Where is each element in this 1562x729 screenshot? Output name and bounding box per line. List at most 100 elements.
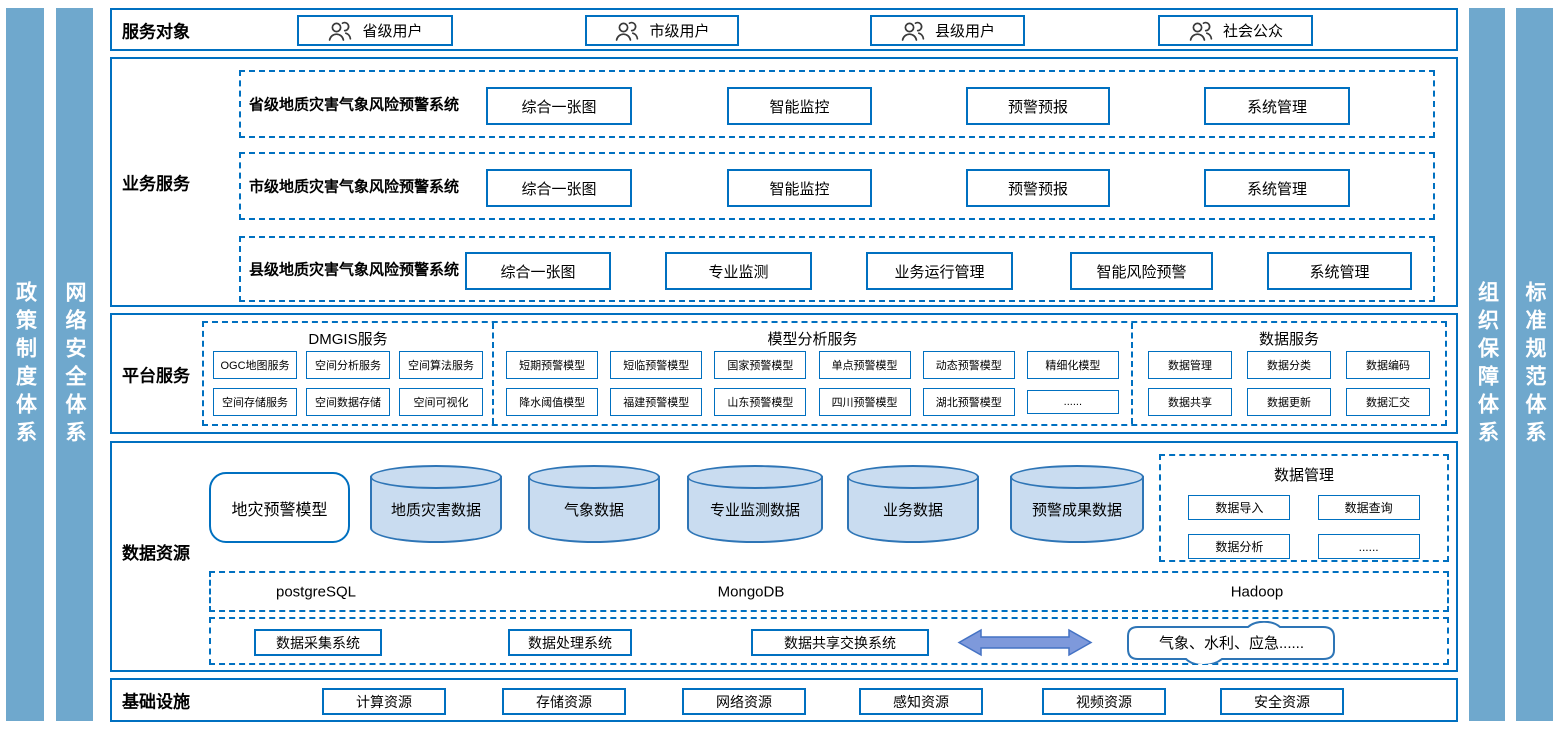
- db-mongodb-label: MongoDB: [717, 583, 785, 600]
- module-box: 专业监测: [665, 252, 812, 290]
- service-box: 空间可视化: [399, 388, 483, 416]
- service-box: 数据共享: [1148, 388, 1232, 416]
- platform-groups-box: DMGIS服务 OGC地图服务 空间分析服务 空间算法服务 空间存储服务 空间数…: [202, 321, 1447, 426]
- service-box: 动态预警模型: [922, 351, 1015, 379]
- module-box: 预警预报: [966, 87, 1110, 125]
- database-band: postgreSQL MongoDB Hadoop: [209, 571, 1449, 612]
- service-box: 降水阈值模型: [506, 388, 599, 416]
- service-box: 数据编码: [1346, 351, 1430, 379]
- service-box: 短期预警模型: [506, 351, 599, 379]
- resource-box: 计算资源: [322, 688, 446, 715]
- city-system-box: 市级地质灾害气象风险预警系统 综合一张图 智能监控 预警预报 系统管理: [239, 152, 1435, 220]
- pillar-network-security-label: 网络安全体系: [63, 280, 86, 449]
- module-box: 智能风险预警: [1070, 252, 1213, 290]
- service-box: 四川预警模型: [818, 388, 911, 416]
- resource-box: 存储资源: [502, 688, 626, 715]
- county-system-box: 县级地质灾害气象风险预警系统 综合一张图 专业监测 业务运行管理 智能风险预警 …: [239, 236, 1435, 302]
- module-box: 业务运行管理: [866, 252, 1013, 290]
- group-title: DMGIS服务: [308, 331, 388, 348]
- service-targets-label: 服务对象: [122, 22, 190, 41]
- data-resources-row: 数据资源 地灾预警模型 地质灾害数据 气象数据 专业监测数据 业务数据 预警成果…: [110, 441, 1458, 672]
- service-box: 空间数据存储: [306, 388, 390, 416]
- module-box: 综合一张图: [465, 252, 611, 290]
- platform-services-row: 平台服务 DMGIS服务 OGC地图服务 空间分析服务 空间算法服务 空间存储服…: [110, 313, 1458, 434]
- service-box: 国家预警模型: [714, 351, 807, 379]
- resource-box: 视频资源: [1042, 688, 1166, 715]
- cylinder-label: 专业监测数据: [709, 502, 800, 519]
- data-management-item: 数据查询: [1317, 495, 1420, 520]
- user-box-county: 县级用户: [870, 15, 1025, 46]
- db-cylinder-business: 业务数据: [847, 465, 979, 543]
- service-box: OGC地图服务: [213, 351, 297, 379]
- cylinder-label: 气象数据: [563, 502, 624, 519]
- service-box: 福建预警模型: [610, 388, 703, 416]
- cylinder-top: [1010, 465, 1144, 489]
- service-box: 短临预警模型: [610, 351, 703, 379]
- db-hadoop-label: Hadoop: [1230, 583, 1284, 600]
- data-management-item: 数据分析: [1188, 534, 1291, 559]
- db-cylinder-geo-disaster: 地质灾害数据: [370, 465, 502, 543]
- user-box-label: 市级用户: [649, 23, 710, 40]
- pillar-standards: 标准规范体系: [1516, 8, 1553, 721]
- system-box: 数据采集系统: [254, 629, 382, 656]
- platform-group-models: 模型分析服务 短期预警模型 短临预警模型 国家预警模型 单点预警模型 动态预警模…: [492, 323, 1131, 424]
- system-box: 数据处理系统: [508, 629, 632, 656]
- user-box-label: 县级用户: [934, 23, 995, 40]
- service-box: 空间分析服务: [306, 351, 390, 379]
- module-box: 智能监控: [727, 169, 872, 207]
- users-icon: [901, 21, 925, 41]
- service-box: 数据管理: [1148, 351, 1232, 379]
- pillar-organization-label: 组织保障体系: [1475, 280, 1499, 449]
- disaster-warning-model-box: 地灾预警模型: [209, 472, 350, 543]
- pillar-organization: 组织保障体系: [1469, 8, 1505, 721]
- pillar-standards-label: 标准规范体系: [1523, 280, 1546, 449]
- resource-box: 安全资源: [1220, 688, 1344, 715]
- module-box: 系统管理: [1204, 87, 1350, 125]
- service-box: 山东预警模型: [714, 388, 807, 416]
- external-systems-label: 气象、水利、应急......: [1158, 635, 1304, 652]
- platform-group-dmgis: DMGIS服务 OGC地图服务 空间分析服务 空间算法服务 空间存储服务 空间数…: [204, 323, 492, 424]
- cylinder-top: [370, 465, 502, 489]
- exchange-band: 数据采集系统 数据处理系统 数据共享交换系统 气象、水利、应急......: [209, 617, 1449, 666]
- service-box: 数据分类: [1247, 351, 1331, 379]
- db-cylinder-warning-results: 预警成果数据: [1010, 465, 1144, 543]
- business-services-row: 业务服务 省级地质灾害气象风险预警系统 综合一张图 智能监控 预警预报 系统管理…: [110, 57, 1458, 307]
- data-resources-label: 数据资源: [122, 544, 190, 563]
- pillar-policy: 政策制度体系: [6, 8, 44, 721]
- service-box: 单点预警模型: [818, 351, 911, 379]
- data-management-title: 数据管理: [1273, 467, 1334, 484]
- module-box: 综合一张图: [486, 87, 632, 125]
- user-box-label: 省级用户: [362, 23, 423, 40]
- cylinder-label: 地质灾害数据: [390, 502, 481, 519]
- module-box: 综合一张图: [486, 169, 632, 207]
- data-management-item: ......: [1317, 534, 1420, 559]
- pillar-policy-label: 政策制度体系: [13, 280, 37, 449]
- data-management-item: 数据导入: [1188, 495, 1291, 520]
- pillar-network-security: 网络安全体系: [56, 8, 93, 721]
- cylinder-top: [528, 465, 660, 489]
- user-box-province: 省级用户: [297, 15, 453, 46]
- resource-box: 感知资源: [859, 688, 983, 715]
- cylinder-top: [847, 465, 979, 489]
- db-cylinder-monitoring: 专业监测数据: [687, 465, 823, 543]
- county-system-name: 县级地质灾害气象风险预警系统: [249, 261, 460, 279]
- group-title: 模型分析服务: [767, 331, 858, 348]
- resource-box: 网络资源: [682, 688, 806, 715]
- db-cylinder-meteo: 气象数据: [528, 465, 660, 543]
- service-box: 空间算法服务: [399, 351, 483, 379]
- module-box: 智能监控: [727, 87, 872, 125]
- external-systems-shape: 气象、水利、应急......: [1124, 620, 1339, 666]
- group-title: 数据服务: [1258, 331, 1319, 348]
- data-management-box: 数据管理 数据导入 数据查询 数据分析 ......: [1159, 454, 1449, 562]
- db-postgresql-label: postgreSQL: [275, 583, 357, 600]
- user-box-public: 社会公众: [1158, 15, 1313, 46]
- cylinder-label: 业务数据: [882, 502, 943, 519]
- service-box: 数据更新: [1247, 388, 1331, 416]
- service-box: ......: [1026, 390, 1119, 414]
- cylinder-top: [687, 465, 823, 489]
- module-box: 系统管理: [1204, 169, 1350, 207]
- system-box: 数据共享交换系统: [751, 629, 929, 656]
- platform-group-data: 数据服务 数据管理 数据分类 数据编码 数据共享 数据更新 数据汇交: [1131, 323, 1445, 424]
- infrastructure-label: 基础设施: [122, 692, 190, 712]
- users-icon: [1189, 21, 1213, 41]
